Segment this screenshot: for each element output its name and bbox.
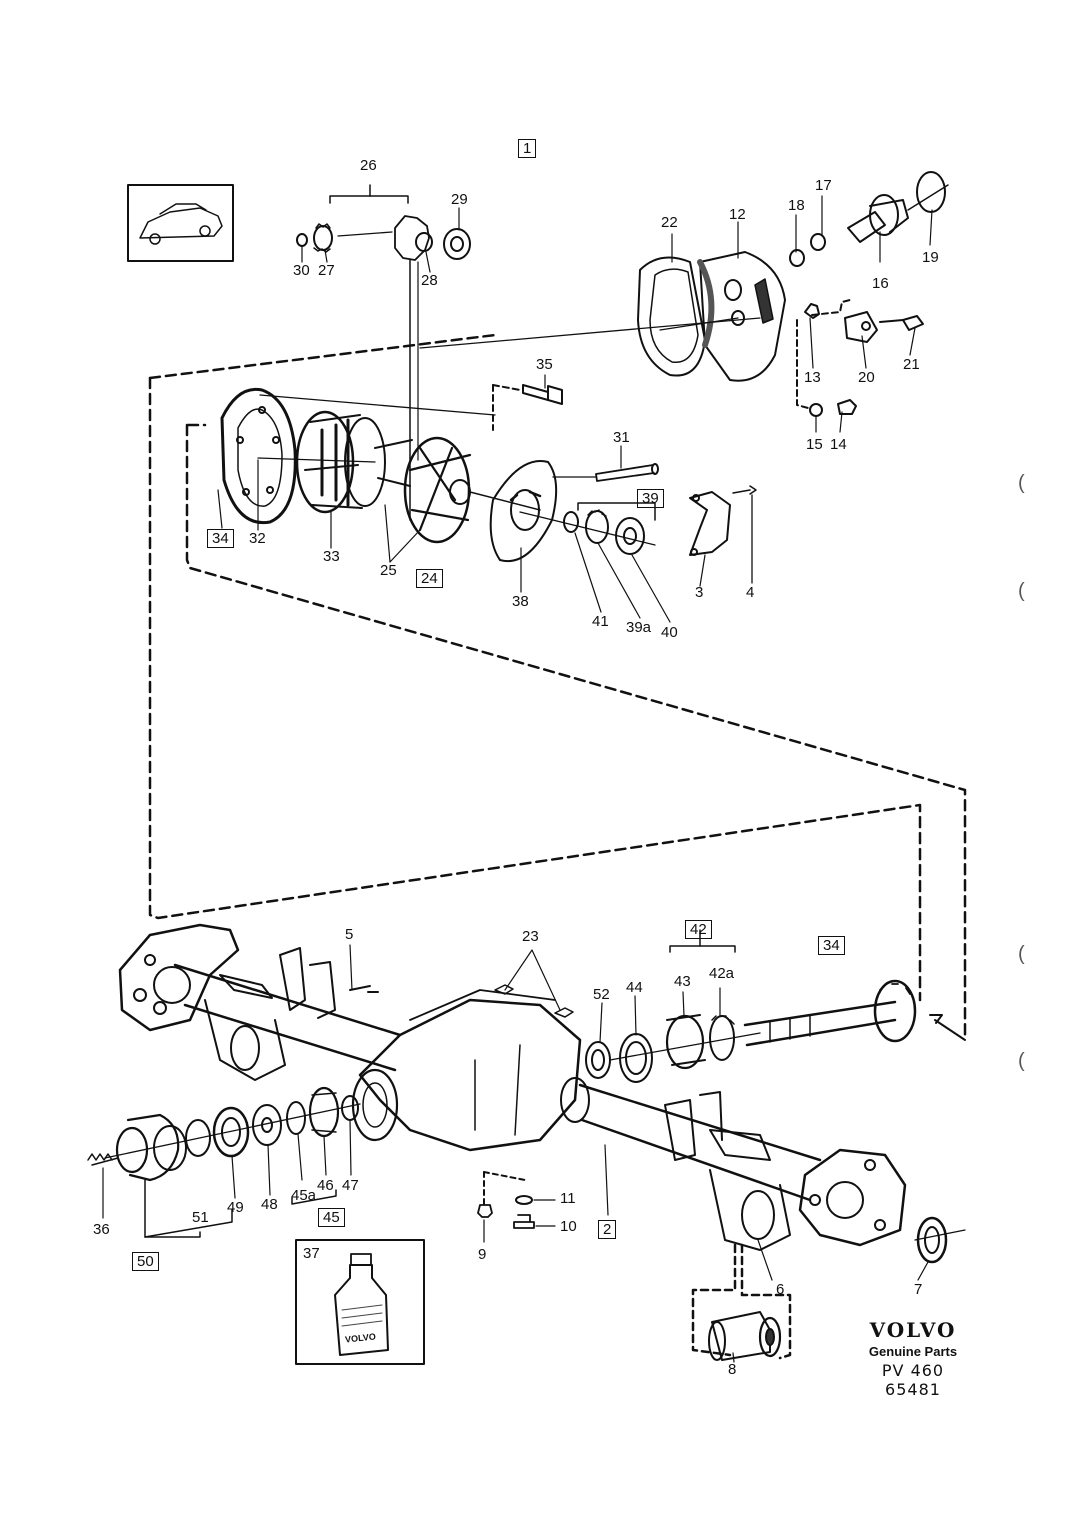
callout-44: 44	[626, 979, 643, 996]
callout-23: 23	[522, 928, 539, 945]
pinion-group	[585, 929, 917, 1083]
callout-17: 17	[815, 177, 832, 194]
callout-40: 40	[661, 624, 678, 641]
callout-34-box: 34	[207, 529, 234, 548]
callout-10: 10	[560, 1218, 577, 1235]
callout-31: 31	[613, 429, 630, 446]
ring-gear	[220, 387, 297, 525]
volvo-logo: VOLVO	[869, 1318, 957, 1342]
callout-45a: 45a	[291, 1187, 317, 1204]
pinion-shaft	[552, 463, 659, 482]
rear-cover-assembly	[419, 251, 786, 382]
axle-housing	[118, 923, 907, 1251]
callout-18: 18	[788, 197, 805, 214]
callout-43: 43	[674, 973, 691, 990]
callout-39: 39	[637, 489, 664, 508]
callout-29: 29	[451, 191, 468, 208]
margin-mark: (	[1018, 1050, 1025, 1072]
left-hub-bearing-group	[87, 1086, 361, 1238]
callout-32: 32	[249, 530, 266, 547]
callout-4: 4	[746, 584, 755, 601]
callout-37: 37	[303, 1245, 320, 1262]
callout-47: 47	[342, 1177, 359, 1194]
diagram-code: PV 460 65481	[881, 1361, 945, 1399]
callout-51: 51	[192, 1209, 209, 1226]
callout-36: 36	[93, 1221, 110, 1238]
callout-22: 22	[661, 214, 678, 231]
callout-12: 12	[729, 206, 746, 223]
callout-2: 2	[598, 1220, 617, 1239]
margin-mark: (	[1018, 943, 1025, 965]
callout-48: 48	[261, 1196, 278, 1213]
callout-15: 15	[806, 436, 823, 453]
callout-7: 7	[914, 1281, 923, 1298]
callout-3: 3	[695, 584, 704, 601]
drain-plug-group	[477, 1171, 556, 1229]
callout-11: 11	[560, 1190, 576, 1207]
breather-bracket-group	[796, 299, 924, 417]
callout-35: 35	[536, 356, 553, 373]
pinion-seal-group	[789, 171, 949, 267]
oil-bottle-box	[295, 1239, 425, 1365]
callout-38: 38	[512, 593, 529, 610]
callout-26: 26	[360, 157, 377, 174]
callout-9: 9	[478, 1246, 487, 1263]
bearing-cap-group	[689, 485, 757, 584]
callout-50: 50	[132, 1252, 159, 1271]
callout-8: 8	[728, 1361, 737, 1378]
differential-gear-set	[296, 184, 471, 521]
callout-28: 28	[421, 272, 438, 289]
oil-bottle-brand: VOLVO	[344, 1331, 377, 1345]
seal-and-bush	[691, 1216, 966, 1361]
brand-block: VOLVO Genuine Parts PV 460 65481	[858, 1318, 968, 1399]
callout-19: 19	[922, 249, 939, 266]
callout-14: 14	[830, 436, 847, 453]
leader-lines	[102, 195, 933, 1363]
callout-39a: 39a	[626, 619, 652, 636]
callout-5: 5	[345, 926, 354, 943]
callout-20: 20	[858, 369, 875, 386]
callout-30: 30	[293, 262, 310, 279]
differential-case	[257, 394, 541, 544]
pinion-bearing-group	[519, 502, 656, 555]
callout-33: 33	[323, 548, 340, 565]
callout-45: 45	[318, 1208, 345, 1227]
callout-42: 42	[685, 920, 712, 939]
callout-1: 1	[518, 139, 537, 158]
callout-49: 49	[227, 1199, 244, 1216]
callout-46: 46	[317, 1177, 334, 1194]
margin-mark: (	[1018, 472, 1025, 494]
thrust-washer	[489, 460, 558, 563]
car-thumbnail	[127, 184, 234, 262]
callout-25: 25	[380, 562, 397, 579]
exploded-view-outline	[148, 333, 967, 1042]
callout-16: 16	[872, 275, 889, 292]
callout-52: 52	[593, 986, 610, 1003]
callout-13: 13	[804, 369, 821, 386]
callout-21: 21	[903, 356, 920, 373]
callout-42a: 42a	[709, 965, 735, 982]
callout-27: 27	[318, 262, 335, 279]
callout-6: 6	[776, 1281, 785, 1298]
brand-subtitle: Genuine Parts	[868, 1344, 958, 1359]
callout-24: 24	[416, 569, 443, 588]
margin-mark: (	[1018, 580, 1025, 602]
bolt-35	[492, 384, 563, 431]
callout-34-shaft: 34	[818, 936, 845, 955]
callout-41: 41	[592, 613, 609, 630]
